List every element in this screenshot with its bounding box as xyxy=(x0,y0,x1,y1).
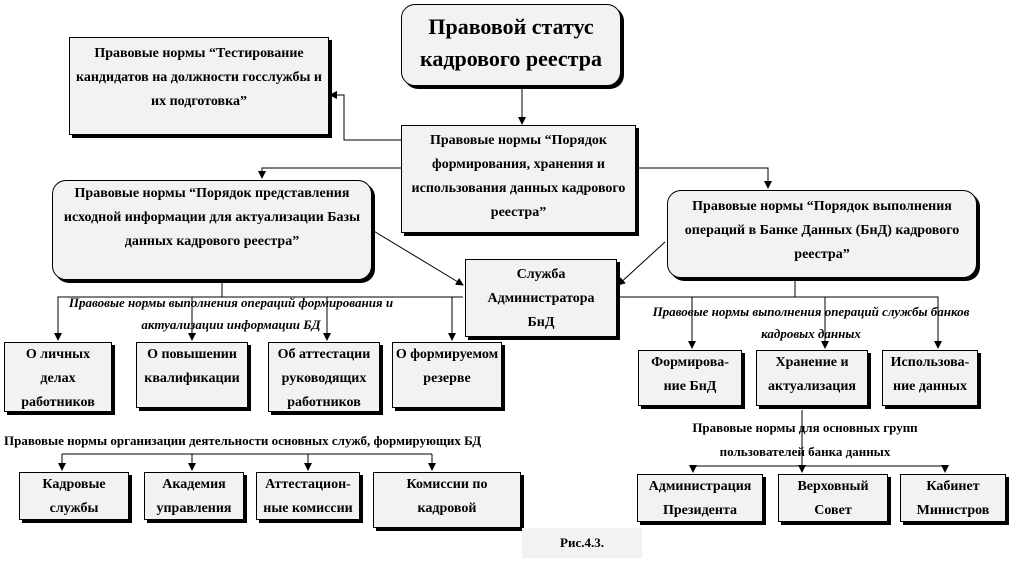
service-item-usage: Использова-ние данных xyxy=(882,350,978,406)
service-item-formation: Формирова-ние БнД xyxy=(638,350,742,406)
norms-submission-box: Правовые нормы “Порядок представления ис… xyxy=(52,180,372,280)
bottom-item-attestation-commissions: Аттестацион-ные комиссии xyxy=(256,472,360,520)
left-item-attestation: Об аттестации руководящих работников xyxy=(268,342,380,412)
label-user-groups: Правовые нормы для основных групп пользо… xyxy=(692,420,918,459)
norms-order-box: Правовые нормы “Порядок формирования, хр… xyxy=(401,125,636,233)
norms-operations-box: Правовые нормы “Порядок выполнения опера… xyxy=(667,190,977,278)
left-item-reserve: О формируемом резерве xyxy=(392,342,502,408)
title-box: Правовой статус кадрового реестра xyxy=(401,4,621,86)
norms-testing-box: Правовые нормы “Тестирование кандидатов … xyxy=(69,37,329,135)
bottom-item-academy: Академия управления xyxy=(144,472,244,520)
service-admin-box: Служба Администратора БнД xyxy=(465,259,617,337)
bottom-item-supreme-council: Верховный Совет xyxy=(778,474,888,522)
label-formation-ops: Правовые нормы выполнения операций форми… xyxy=(68,295,394,332)
bottom-item-presidential-admin: Администрация Президента xyxy=(637,474,763,522)
left-item-personal-files: О личных делах работников xyxy=(4,342,112,412)
bottom-item-cabinet: Кабинет Министров xyxy=(900,474,1006,522)
label-service-ops: Правовые нормы выполнения операций служб… xyxy=(652,304,970,341)
left-item-qualification: О повышении квалификации xyxy=(136,342,248,408)
label-main-services: Правовые нормы организации деятельности … xyxy=(4,433,482,448)
figure-caption: Рис.4.3. xyxy=(522,528,642,558)
service-item-storage: Хранение и актуализация xyxy=(756,350,868,406)
bottom-item-hr-services: Кадровые службы xyxy=(19,472,129,520)
bottom-item-personnel-policy: Комиссии по кадровой политике xyxy=(373,472,521,528)
